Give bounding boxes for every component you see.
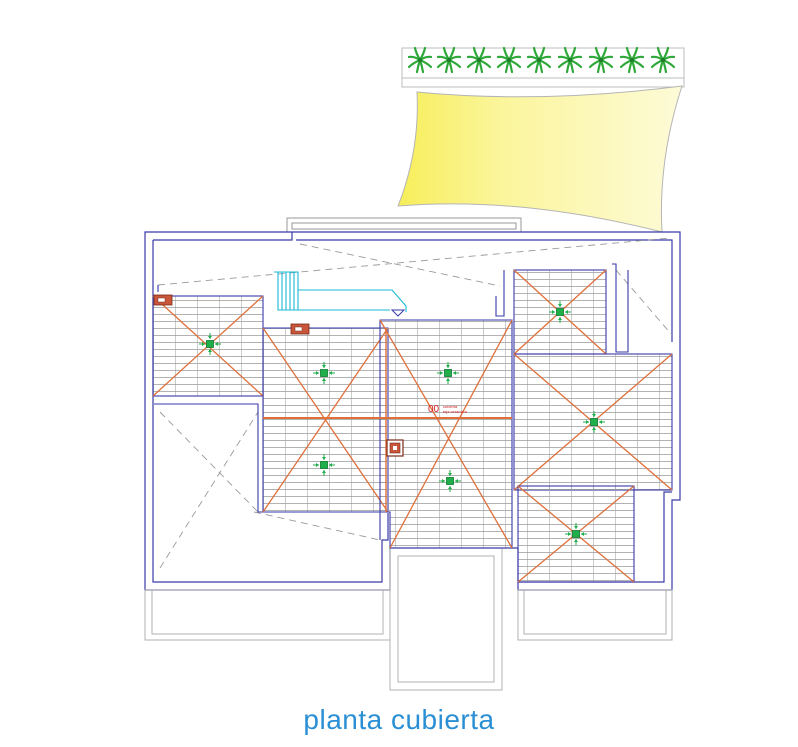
flat-roof-dashes [157,237,673,569]
chimney-icon [153,294,404,457]
roof-main-center [379,319,513,549]
roof-mark: 00 [428,404,440,415]
roof-note-line-2: teja ceramica [443,409,468,414]
lower-terrace [144,547,673,691]
page-title: planta cubierta [303,704,495,735]
roof-note-line-1: cubierta [443,404,458,409]
roof-note: 00 cubierta teja ceramica [428,404,468,415]
shade-sail-awning [397,85,683,233]
inner-outline [154,263,629,540]
top-parapet [286,217,522,233]
roof-main-left [262,327,389,513]
stair-arrow [390,309,406,317]
stair [274,271,407,312]
